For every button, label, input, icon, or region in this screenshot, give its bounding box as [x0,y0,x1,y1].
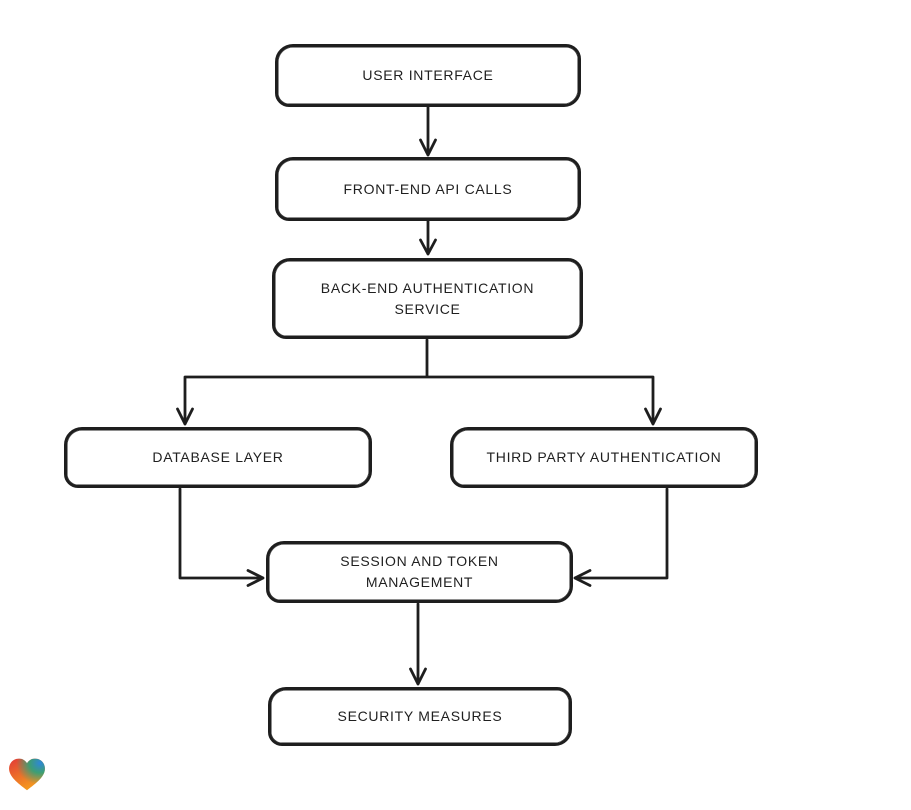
node-database-layer: DATABASE LAYER [64,427,372,488]
arrowhead-down [419,238,437,256]
node-label: BACK-END AUTHENTICATION SERVICE [320,279,535,317]
node-front-end-api-calls: FRONT-END API CALLS [275,157,581,221]
node-back-end-authentication-service: BACK-END AUTHENTICATION SERVICE [272,258,583,339]
node-third-party-authentication: THIRD PARTY AUTHENTICATION [450,427,758,488]
node-label: SESSION AND TOKEN MANAGEMENT [340,553,499,590]
edge-database-to-session [178,487,263,580]
node-label: THIRD PARTY AUTHENTICATION [486,449,722,465]
arrowhead-down [409,667,427,686]
edge-backend-branch [183,338,655,424]
node-label: USER INTERFACE [362,67,494,83]
node-label: SECURITY MEASURES [337,708,503,724]
arrowhead-right [246,569,265,587]
node-label: FRONT-END API CALLS [343,180,513,197]
arrowhead-down [419,138,437,157]
arrowhead-down [176,407,194,426]
gradient-heart-logo[interactable] [8,757,46,793]
edge-thirdparty-to-session [575,487,669,580]
arrowhead-down [644,407,662,426]
node-label: DATABASE LAYER [152,449,284,465]
arrowhead-left [573,569,592,587]
node-session-and-token-management: SESSION AND TOKEN MANAGEMENT [266,541,573,603]
node-user-interface: USER INTERFACE [275,44,581,107]
node-security-measures: SECURITY MEASURES [268,687,572,746]
